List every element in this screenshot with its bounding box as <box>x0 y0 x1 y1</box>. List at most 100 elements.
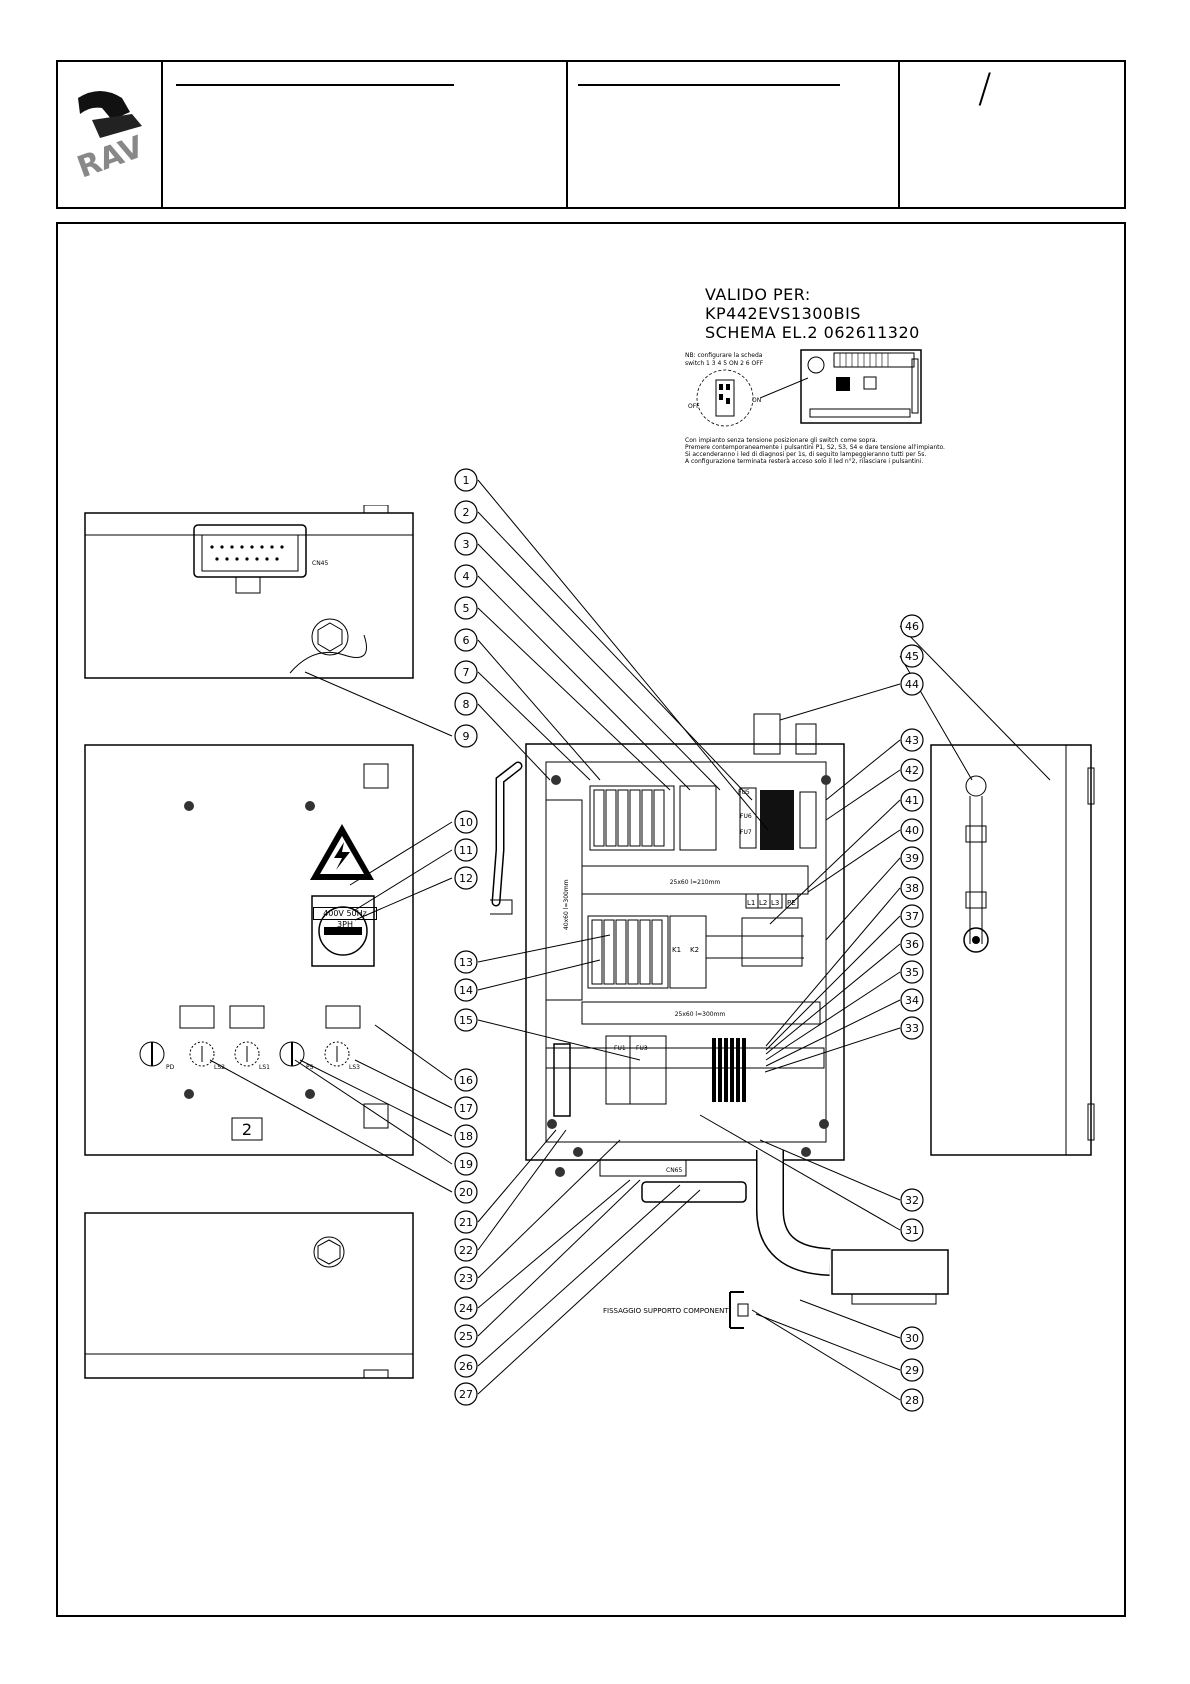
callout-41: 41 <box>905 794 919 807</box>
l3-label: L3 <box>771 899 779 907</box>
callout-11: 11 <box>459 844 473 857</box>
side-view <box>930 744 1095 1156</box>
callout-10: 10 <box>459 816 473 829</box>
validity-line-3: SCHEMA EL.2 062611320 <box>705 323 920 342</box>
callout-7: 7 <box>463 666 470 679</box>
callout-22: 22 <box>459 1244 473 1257</box>
callout-18: 18 <box>459 1130 473 1143</box>
callout-6: 6 <box>463 634 470 647</box>
pd-label: PD <box>166 1064 175 1071</box>
ls2-label: LS2 <box>214 1064 225 1071</box>
panel-number: 2 <box>242 1120 252 1139</box>
rav-logo: RAV <box>73 91 149 186</box>
callout-20: 20 <box>459 1186 473 1199</box>
config-note-nb: NB: configurare la scheda <box>685 352 763 359</box>
callout-23: 23 <box>459 1272 473 1285</box>
cn65-label: CN65 <box>666 1167 682 1174</box>
config-instruction-1: Con impianto senza tensione posizionare … <box>685 437 878 444</box>
callout-42: 42 <box>905 764 919 777</box>
callout-46: 46 <box>905 620 919 633</box>
title-block: / RAV <box>56 60 1126 209</box>
l2-label: L2 <box>759 899 767 907</box>
callout-26: 26 <box>459 1360 473 1373</box>
dip-off-label: OFF <box>688 403 700 410</box>
dip-switch-diagram: OFF ON <box>688 369 761 427</box>
callout-15: 15 <box>459 1014 473 1027</box>
fix-support-detail <box>729 1291 749 1329</box>
callout-38: 38 <box>905 882 919 895</box>
callout-34: 34 <box>905 994 919 1007</box>
k2-label: K2 <box>690 946 699 954</box>
callout-13: 13 <box>459 956 473 969</box>
k1-label: K1 <box>672 946 681 954</box>
title-cell-divider-3 <box>898 62 900 207</box>
callout-37: 37 <box>905 910 919 923</box>
callout-45: 45 <box>905 650 919 663</box>
duct-side-label: 40x60 l=300mm <box>563 879 570 930</box>
title-line-1 <box>176 84 454 86</box>
cn45-label: CN45 <box>312 560 328 567</box>
fu6-label: FU6 <box>740 813 752 820</box>
callout-44: 44 <box>905 678 919 691</box>
title-cell-divider-2 <box>566 62 568 207</box>
config-instruction-2: Premere contemporaneamente i pulsantini … <box>685 444 945 451</box>
config-instruction-4: A configurazione terminata resterà acces… <box>685 458 924 465</box>
callout-36: 36 <box>905 938 919 951</box>
note-leader <box>760 377 809 399</box>
callout-33: 33 <box>905 1022 919 1035</box>
top-view: CN45 <box>84 505 414 679</box>
callout-5: 5 <box>463 602 470 615</box>
callout-32: 32 <box>905 1194 919 1207</box>
callout-3: 3 <box>463 538 470 551</box>
callout-4: 4 <box>463 570 470 583</box>
ls1-label: LS1 <box>259 1064 270 1071</box>
callout-35: 35 <box>905 966 919 979</box>
callout-14: 14 <box>459 984 473 997</box>
callout-39: 39 <box>905 852 919 865</box>
callout-28: 28 <box>905 1394 919 1407</box>
callout-8: 8 <box>463 698 470 711</box>
callout-16: 16 <box>459 1074 473 1087</box>
fix-support-label: FISSAGGIO SUPPORTO COMPONENTI <box>603 1307 731 1315</box>
bottom-plug <box>641 1181 747 1203</box>
dip-on-label: ON <box>752 397 761 404</box>
l1-label: L1 <box>747 899 755 907</box>
title-line-2 <box>578 84 840 86</box>
validity-line-2: KP442EVS1300BIS <box>705 304 861 323</box>
callout-27: 27 <box>459 1388 473 1401</box>
callout-31: 31 <box>905 1224 919 1237</box>
bottom-view <box>84 1212 414 1379</box>
rail-mid-label: 25x60 l=300mm <box>675 1011 726 1018</box>
title-cell-divider-1 <box>161 62 163 207</box>
front-door-view: 2 PD LS2 LS1 PS LS3 <box>84 744 414 1156</box>
fu3-label: FU3 <box>636 1045 648 1052</box>
config-instruction-3: Si accenderanno i led di diagnosi per 1s… <box>685 451 927 458</box>
validity-line-1: VALIDO PER: <box>705 285 811 304</box>
callout-43: 43 <box>905 734 919 747</box>
callout-30: 30 <box>905 1332 919 1345</box>
callout-24: 24 <box>459 1302 473 1315</box>
callout-25: 25 <box>459 1330 473 1343</box>
revision-mark: / <box>978 66 992 112</box>
config-note-switch: switch 1 3 4 5 ON 2 6 OFF <box>685 360 764 367</box>
fu5-label: FU5 <box>738 789 750 796</box>
ps-label: PS <box>306 1064 314 1071</box>
callout-17: 17 <box>459 1102 473 1115</box>
callout-21: 21 <box>459 1216 473 1229</box>
controller-board <box>800 349 922 424</box>
bottom-cable <box>756 1150 949 1305</box>
drawing-frame <box>56 222 1126 1617</box>
callout-29: 29 <box>905 1364 919 1377</box>
rail-top-label: 25x60 l=210mm <box>670 879 721 886</box>
callout-9: 9 <box>463 730 470 743</box>
voltage-plate: 400V 50Hz 3PH <box>313 907 377 929</box>
ls3-label: LS3 <box>349 1064 360 1071</box>
fu7-label: FU7 <box>740 829 752 836</box>
callout-19: 19 <box>459 1158 473 1171</box>
fu1-label: FU1 <box>614 1045 626 1052</box>
callout-2: 2 <box>463 506 470 519</box>
callout-1: 1 <box>463 474 470 487</box>
callout-12: 12 <box>459 872 473 885</box>
callout-40: 40 <box>905 824 919 837</box>
